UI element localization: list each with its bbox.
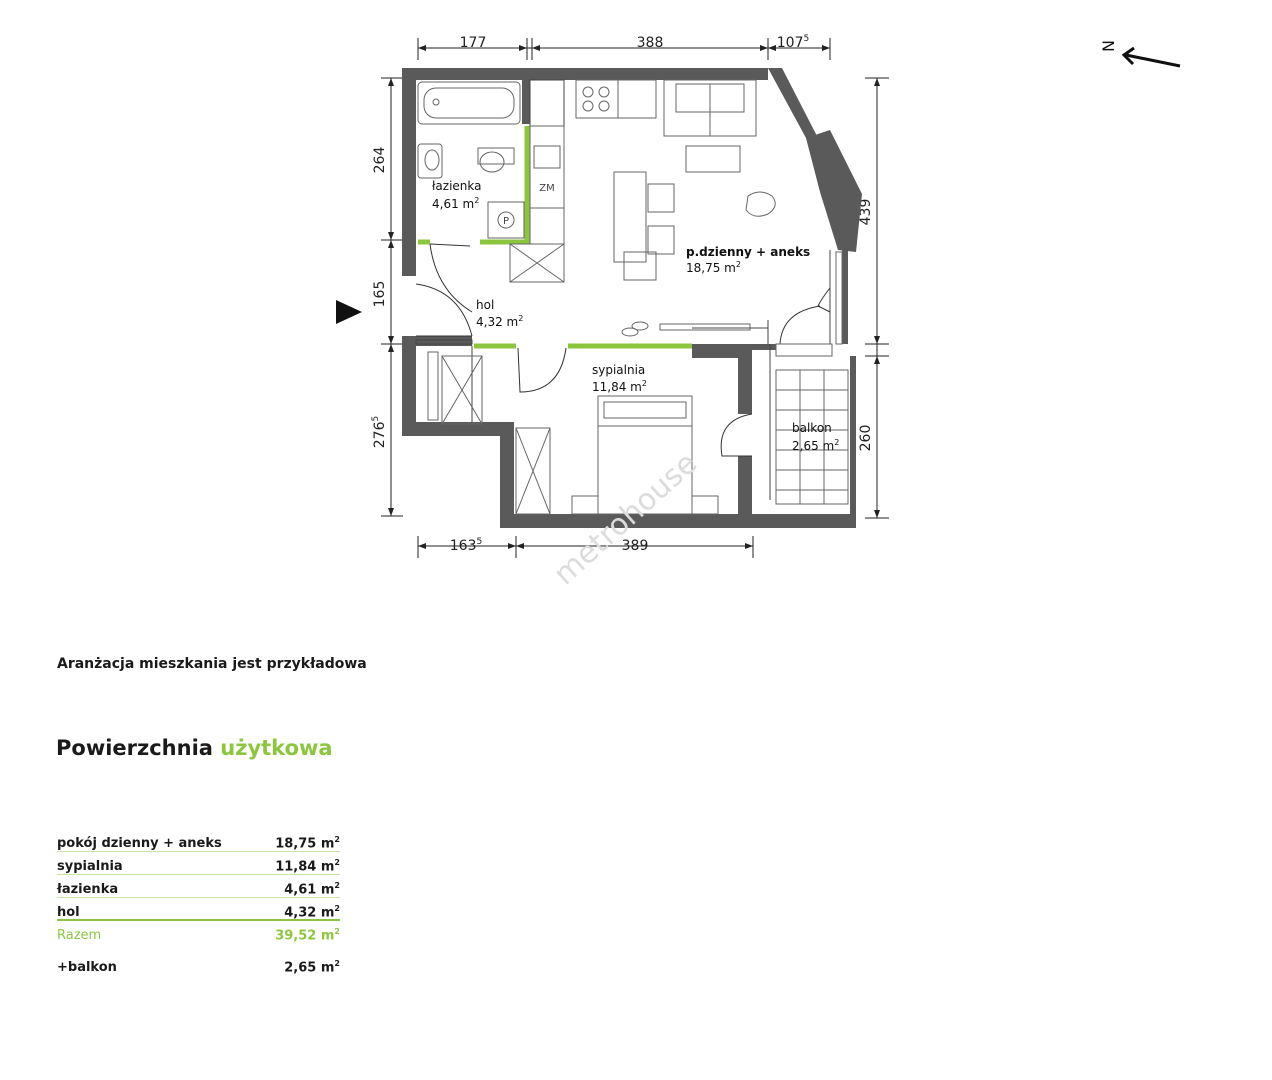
- room-bedroom-area: 11,84 m2: [592, 379, 647, 394]
- green-partitions: [418, 126, 692, 349]
- total-value: 39,52 m2: [275, 927, 340, 944]
- room-living-area: 18,75 m2: [686, 260, 741, 275]
- dim-left-1: 264: [372, 147, 388, 174]
- dim-left-2: 165: [372, 281, 388, 308]
- toilet-icon: [477, 147, 515, 165]
- dim-top-2: 388: [637, 35, 664, 51]
- arrangement-note: Aranżacja mieszkania jest przykładowa: [57, 656, 367, 672]
- floor-plan: 177 388 1075 1635 389 264 165 2765 439 2…: [336, 34, 1181, 592]
- section-heading: Powierzchnia użytkowa: [56, 736, 333, 760]
- dim-bottom-2: 389: [622, 538, 649, 554]
- stove-icon: [575, 79, 619, 119]
- area-row: sypialnia 11,84 m2: [57, 852, 340, 875]
- room-balcony-name: balkon: [792, 421, 832, 435]
- washing-machine-icon: [487, 201, 525, 239]
- dim-bottom-1: 1635: [450, 537, 482, 554]
- area-label: pokój dzienny + aneks: [57, 836, 222, 852]
- area-value: 18,75 m2: [275, 835, 340, 852]
- balcony-value: 2,65 m2: [284, 959, 340, 976]
- furniture: [417, 79, 849, 515]
- heading-part-1: Powierzchnia: [56, 736, 213, 760]
- area-value: 4,61 m2: [284, 881, 340, 898]
- doors: [415, 243, 831, 457]
- dimension-lines: [381, 38, 889, 558]
- dim-top-1: 177: [460, 35, 487, 51]
- balcony-row: +balkon 2,65 m2: [57, 953, 340, 976]
- total-row: Razem 39,52 m2: [57, 921, 340, 947]
- svg-text:N: N: [1099, 40, 1118, 52]
- room-living-name: p.dzienny + aneks: [686, 245, 810, 259]
- room-bedroom-name: sypialnia: [592, 363, 645, 377]
- entrance-arrow-icon: [336, 300, 362, 324]
- dim-top-3: 1075: [777, 34, 809, 51]
- windows: [427, 251, 843, 421]
- area-row: pokój dzienny + aneks 18,75 m2: [57, 829, 340, 852]
- dimension-arrows: [388, 45, 880, 549]
- coffee-table-icon: [685, 145, 741, 173]
- room-hall-name: hol: [476, 298, 494, 312]
- washbasin-icon: [417, 143, 443, 179]
- area-row: hol 4,32 m2: [57, 898, 340, 921]
- area-label: sypialnia: [57, 859, 123, 875]
- dog-icon: [745, 191, 776, 217]
- bed-icon: [597, 395, 693, 515]
- total-label: Razem: [57, 928, 102, 944]
- room-bath-name: łazienka: [432, 179, 481, 193]
- area-value: 4,32 m2: [284, 904, 340, 921]
- dim-right-2: 260: [858, 425, 874, 452]
- fridge-label: ZM: [539, 183, 554, 194]
- area-table: pokój dzienny + aneks 18,75 m2 sypialnia…: [57, 829, 340, 976]
- area-value: 11,84 m2: [275, 858, 340, 875]
- walls: [402, 68, 862, 528]
- washer-label: P: [503, 216, 509, 227]
- room-bath-area: 4,61 m2: [432, 196, 479, 211]
- area-row: łazienka 4,61 m2: [57, 875, 340, 898]
- bathtub-icon: [417, 81, 521, 125]
- heading-part-2: użytkowa: [220, 736, 333, 760]
- compass-north-icon: N: [1099, 40, 1181, 68]
- kitchen-island-icon: [613, 171, 647, 263]
- room-balcony-area: 2,65 m2: [792, 438, 839, 453]
- balcony-label: +balkon: [57, 960, 117, 976]
- room-hall-area: 4,32 m2: [476, 314, 523, 329]
- area-label: łazienka: [57, 882, 119, 898]
- area-label: hol: [57, 905, 80, 921]
- interior-lines: [415, 79, 831, 500]
- dim-right-1: 439: [858, 199, 874, 226]
- dim-left-3: 2765: [371, 416, 388, 448]
